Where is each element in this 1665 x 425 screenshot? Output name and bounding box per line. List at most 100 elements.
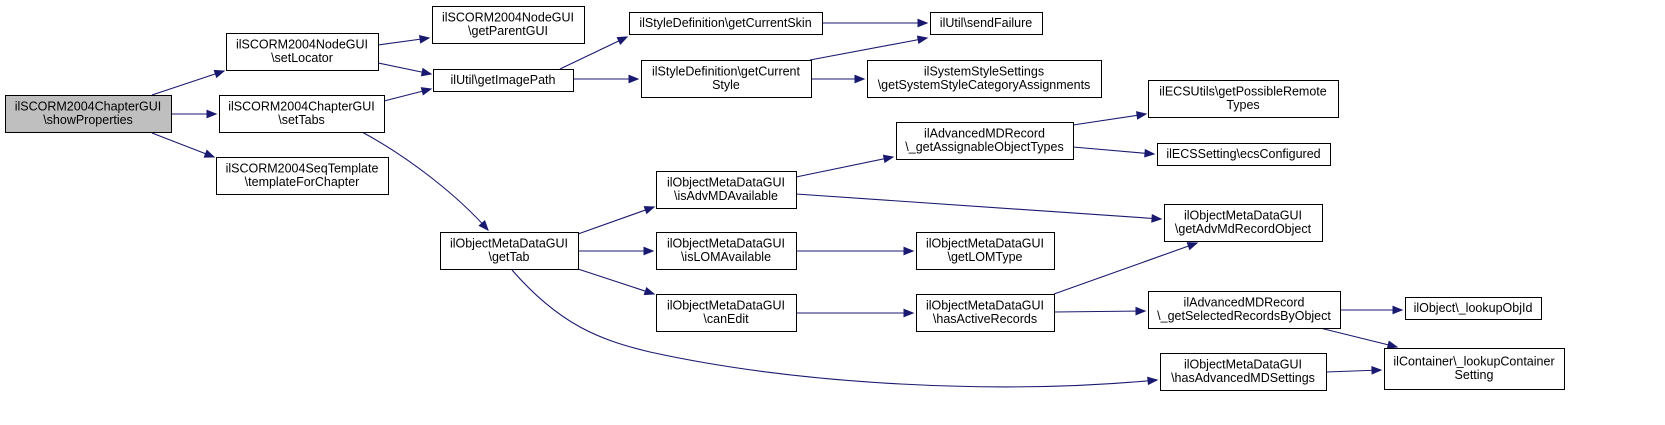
graph-node-n10[interactable]: ilSystemStyleSettings\getSystemStyleCate… [867, 60, 1102, 98]
node-label-line: ilSCORM2004ChapterGUI [228, 100, 375, 114]
edge-n13-n16 [796, 308, 915, 318]
graph-node-n9[interactable]: ilUtil\sendFailure [930, 12, 1043, 35]
node-box [440, 232, 579, 270]
edge-n5-n8 [573, 74, 640, 84]
arrowhead [1186, 242, 1199, 251]
node-label-line: ilSystemStyleSettings [924, 65, 1044, 79]
edge-n6-n21 [511, 269, 1159, 388]
node-label-line: ilSCORM2004ChapterGUI [15, 100, 162, 114]
node-box [656, 171, 797, 209]
node-box [867, 60, 1102, 98]
node-label-line: ilSCORM2004NodeGUI [442, 11, 574, 25]
graph-node-n12[interactable]: ilObjectMetaDataGUI\isLOMAvailable [656, 232, 797, 270]
arrowhead [1151, 214, 1163, 223]
edge-n0-n1 [151, 69, 226, 96]
node-label-line: Types [1226, 98, 1259, 112]
node-label-line: ilStyleDefinition\getCurrentSkin [639, 16, 811, 30]
node-label-line: \isAdvMDAvailable [674, 189, 778, 203]
node-label-line: \_getSelectedRecordsByObject [1157, 309, 1331, 323]
node-label-line: \_getAssignableObjectTypes [905, 140, 1063, 154]
graph-node-n7[interactable]: ilStyleDefinition\getCurrentSkin [629, 12, 823, 35]
node-label-line: \templateForChapter [245, 175, 360, 189]
node-box [432, 6, 585, 44]
arrowhead [854, 74, 866, 84]
node-label-line: \getAdvMdRecordObject [1175, 222, 1312, 236]
graph-node-n22[interactable]: ilObject\_lookupObjId [1405, 297, 1542, 320]
node-box [216, 157, 389, 195]
edge-n6-n13 [577, 268, 656, 296]
arrowhead [1136, 111, 1148, 120]
node-label-line: ilObjectMetaDataGUI [926, 237, 1044, 251]
node-label-line: \getParentGUI [468, 24, 548, 38]
graph-node-n4[interactable]: ilSCORM2004NodeGUI\getParentGUI [432, 6, 585, 44]
arrowhead [643, 246, 655, 256]
arrowhead [203, 149, 216, 158]
node-label-line: \setLocator [271, 51, 333, 65]
graph-node-n16[interactable]: ilObjectMetaDataGUI\hasActiveRecords [916, 294, 1055, 332]
graph-node-n21[interactable]: ilObjectMetaDataGUI\hasAdvancedMDSetting… [1160, 353, 1327, 391]
graph-node-n18[interactable]: ilECSSetting\ecsConfigured [1157, 143, 1331, 166]
graph-node-n14[interactable]: ilAdvancedMDRecord\_getAssignableObjectT… [896, 122, 1074, 160]
node-label-line: \hasAdvancedMDSettings [1171, 371, 1315, 385]
edge-n12-n15 [796, 246, 915, 256]
graph-node-n13[interactable]: ilObjectMetaDataGUI\canEdit [656, 294, 797, 332]
arrowhead [206, 109, 218, 119]
node-box [226, 33, 379, 71]
arrowhead [643, 206, 656, 215]
node-box [219, 95, 385, 133]
arrowhead [1386, 340, 1399, 349]
nodes-layer: ilSCORM2004ChapterGUI\showPropertiesilSC… [5, 6, 1565, 391]
node-label-line: ilUtil\sendFailure [940, 16, 1032, 30]
node-label-line: ilObject\_lookupObjId [1414, 301, 1533, 315]
root-node-box [5, 95, 172, 133]
graph-node-n5[interactable]: ilUtil\getImagePath [433, 69, 574, 92]
arrowhead [1392, 305, 1404, 315]
graph-node-n11[interactable]: ilObjectMetaDataGUI\isAdvMDAvailable [656, 171, 797, 209]
edge-n1-n4 [377, 35, 431, 46]
node-label-line: ilObjectMetaDataGUI [667, 299, 785, 313]
node-label-line: ilSCORM2004SeqTemplate [226, 162, 379, 176]
arrowhead [916, 35, 929, 45]
graph-node-n20[interactable]: ilAdvancedMDRecord\_getSelectedRecordsBy… [1148, 291, 1341, 329]
arrowhead [420, 87, 433, 96]
graph-node-n19[interactable]: ilObjectMetaDataGUI\getAdvMdRecordObject [1164, 204, 1323, 242]
edge-n1-n5 [377, 62, 433, 77]
edge-n5-n7 [559, 36, 629, 70]
graph-node-n0[interactable]: ilSCORM2004ChapterGUI\showProperties [5, 95, 172, 133]
node-label-line: \getTab [488, 250, 529, 264]
node-box [433, 69, 574, 92]
graph-node-n15[interactable]: ilObjectMetaDataGUI\getLOMType [916, 232, 1055, 270]
node-box [1164, 204, 1323, 242]
node-box [629, 12, 823, 35]
graph-node-n2[interactable]: ilSCORM2004ChapterGUI\setTabs [219, 95, 385, 133]
node-label-line: ilECSSetting\ecsConfigured [1166, 147, 1320, 161]
arrowhead [628, 74, 640, 84]
node-label-line: \canEdit [703, 312, 749, 326]
node-label-line: ilStyleDefinition\getCurrent [652, 65, 801, 79]
arrowhead [478, 220, 489, 232]
node-box [916, 294, 1055, 332]
graph-node-n1[interactable]: ilSCORM2004NodeGUI\setLocator [226, 33, 379, 71]
node-label-line: \setTabs [278, 113, 325, 127]
arrowhead [903, 308, 915, 318]
arrowhead [882, 154, 895, 164]
edge-n16-n19 [1053, 242, 1199, 295]
node-label-line: \hasActiveRecords [933, 312, 1037, 326]
arrowhead [643, 286, 656, 296]
node-label-line: \isLOMAvailable [681, 250, 771, 264]
arrowhead [419, 35, 431, 44]
arrowhead [1135, 306, 1147, 316]
edge-n20-n22 [1340, 305, 1404, 315]
node-box [1405, 297, 1542, 320]
edge-n20-n23 [1319, 327, 1399, 349]
graph-node-n6[interactable]: ilObjectMetaDataGUI\getTab [440, 232, 579, 270]
node-box [1148, 80, 1339, 118]
node-label-line: ilAdvancedMDRecord [1184, 296, 1305, 310]
arrowhead [903, 246, 915, 256]
edge-n6-n11 [577, 206, 656, 235]
graph-node-n3[interactable]: ilSCORM2004SeqTemplate\templateForChapte… [216, 157, 389, 195]
edge-n11-n14 [795, 154, 895, 178]
